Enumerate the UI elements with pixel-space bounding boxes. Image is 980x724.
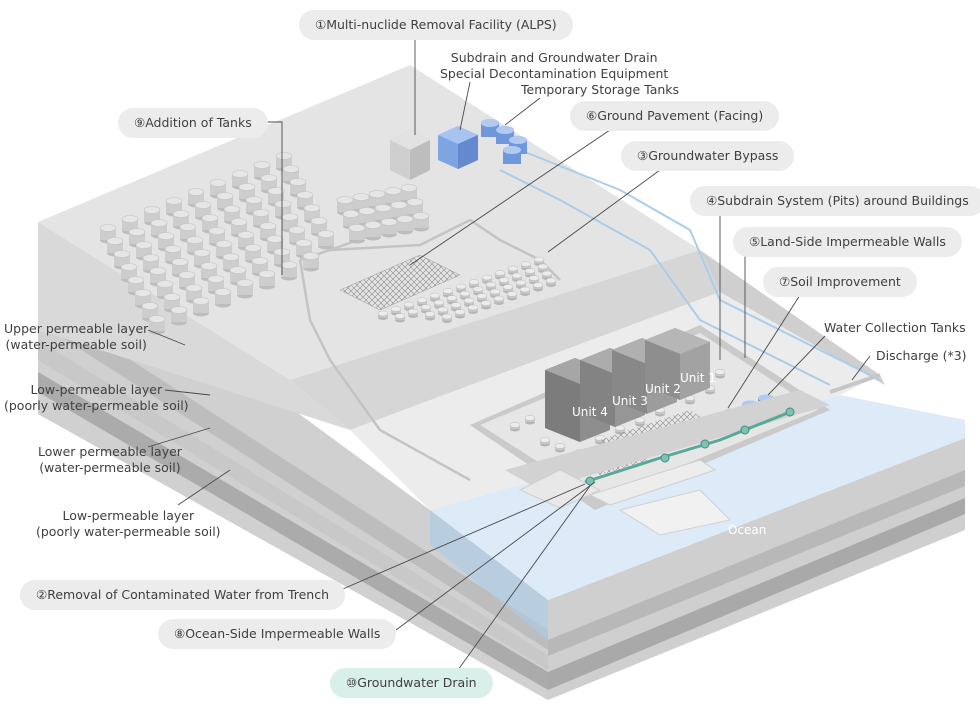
callout-subdrain: ④Subdrain System (Pits) around Buildings — [690, 186, 980, 216]
storage-tank — [348, 224, 366, 244]
layer-4-desc: (poorly water-permeable soil) — [36, 524, 221, 539]
subdrain-pit — [539, 437, 551, 447]
unit-1-label: Unit 1 — [680, 371, 716, 385]
label-subdrain-equipment: Subdrain and Groundwater Drain Special D… — [440, 50, 668, 82]
callout-drain: ⑩Groundwater Drain — [330, 668, 493, 698]
bypass-pit — [454, 309, 466, 319]
layer-low-permeable-2: Low-permeable layer (poorly water-permea… — [36, 508, 221, 540]
unit-3-label: Unit 3 — [612, 394, 648, 408]
bypass-pit — [519, 286, 531, 297]
label-discharge: Discharge (*3) — [876, 348, 967, 363]
subdrain-pit — [714, 369, 726, 379]
layer-upper-permeable: Upper permeable layer (water-permeable s… — [4, 321, 148, 353]
storage-tank — [236, 279, 254, 299]
right-face — [548, 438, 965, 700]
bypass-pit — [506, 291, 518, 301]
bypass-pit — [407, 308, 419, 319]
callout-oceanside: ⑧Ocean-Side Impermeable Walls — [158, 619, 397, 649]
callout-bypass: ③Groundwater Bypass — [621, 141, 795, 171]
port-breakwater — [588, 459, 717, 506]
storage-tank — [396, 215, 414, 235]
callout-pavement: ⑥Ground Pavement (Facing) — [570, 101, 780, 131]
layer-low-permeable-1: Low-permeable layer (poorly water-permea… — [4, 382, 189, 414]
layer-2-desc: (poorly water-permeable soil) — [4, 398, 189, 413]
layer-4-name: Low-permeable layer — [62, 508, 195, 523]
storage-tank — [258, 270, 276, 290]
layer-3-name: Lower permeable layer — [38, 444, 182, 459]
unit-4-label: Unit 4 — [572, 405, 608, 419]
layer-2-name: Low-permeable layer — [30, 382, 163, 397]
bypass-pit — [493, 295, 505, 306]
storage-tank — [280, 261, 298, 281]
bypass-pit — [394, 313, 406, 323]
discharge-pipe — [829, 373, 881, 394]
callout-landside: ⑤Land-Side Impermeable Walls — [733, 227, 962, 257]
bypass-pit — [480, 300, 492, 310]
ocean-side-impermeable-wall — [505, 390, 830, 490]
bypass-pit — [532, 282, 544, 292]
slope — [290, 250, 720, 430]
callout-soil: ⑦Soil Improvement — [763, 267, 917, 297]
label-subdrain-equipment-line2: Special Decontamination Equipment — [440, 66, 669, 81]
groundwater-drain — [584, 407, 795, 486]
callout-leader-lines — [147, 36, 871, 671]
label-subdrain-equipment-line1: Subdrain and Groundwater Drain — [450, 50, 658, 65]
subdrain-pit — [524, 415, 536, 425]
subdrain-pit — [554, 443, 566, 453]
decontamination-equipment — [438, 126, 478, 169]
callout-tanks: ⑨Addition of Tanks — [118, 108, 268, 138]
bypass-pit — [441, 313, 453, 324]
storage-tank — [302, 252, 320, 272]
callout-alps: ①Multi-nuclide Removal Facility (ALPS) — [299, 10, 573, 40]
label-water-collection: Water Collection Tanks — [824, 320, 966, 335]
storage-tank — [364, 221, 382, 241]
storage-tank — [214, 288, 232, 308]
layer-lower-permeable: Lower permeable layer (water-permeable s… — [38, 444, 182, 476]
bypass-pit — [545, 277, 557, 288]
callout-trench: ②Removal of Contaminated Water from Tren… — [20, 580, 346, 610]
storage-tank — [170, 306, 188, 326]
storage-tank — [317, 230, 335, 250]
bypass-pit — [424, 311, 436, 321]
layer-1-desc: (water-permeable soil) — [5, 337, 147, 352]
groundwater-flow-lines — [499, 149, 881, 386]
subdrain-pit — [634, 417, 646, 427]
subdrain-pit — [509, 422, 521, 432]
ground-pavement-mesh — [339, 254, 461, 311]
bypass-pit — [377, 310, 389, 321]
unit-2-label: Unit 2 — [645, 382, 681, 396]
layer-1-name: Upper permeable layer — [4, 321, 149, 336]
layer-3-desc: (water-permeable soil) — [39, 460, 181, 475]
alps-building — [390, 130, 430, 180]
label-temporary-tanks: Temporary Storage Tanks — [521, 82, 680, 97]
bypass-pit — [467, 304, 479, 315]
ocean-label: Ocean — [728, 523, 766, 537]
storage-tank — [412, 212, 430, 232]
temporary-storage-tanks — [481, 119, 527, 164]
storage-tank — [380, 218, 398, 238]
storage-tank — [192, 297, 210, 317]
reactor-buildings — [545, 328, 710, 442]
